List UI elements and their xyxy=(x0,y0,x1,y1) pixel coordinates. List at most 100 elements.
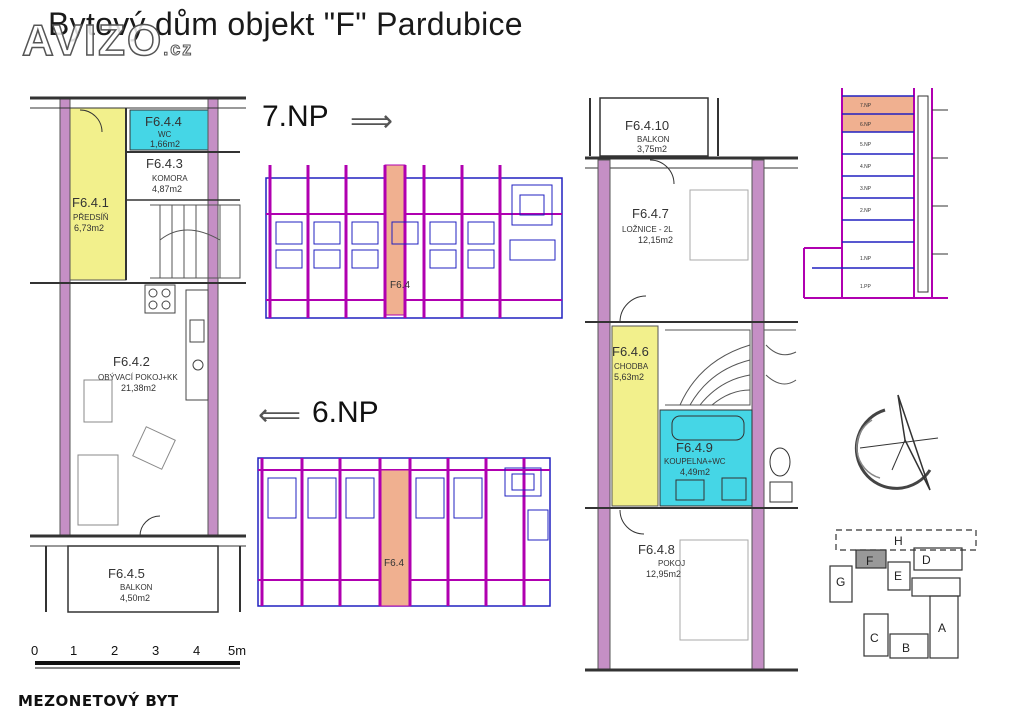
section-floor: 2.NP xyxy=(860,208,872,214)
room-type-pokoj: POKOJ xyxy=(658,559,685,568)
scale-tick: 0 xyxy=(31,643,38,658)
block-h xyxy=(835,529,977,551)
bathroom-area xyxy=(659,409,753,507)
footer-caption: MEZONETOVÝ BYT xyxy=(18,692,179,710)
section-floor: 1.NP xyxy=(860,256,872,262)
scale-tick: 4 xyxy=(193,643,200,658)
balcony-left xyxy=(67,545,219,613)
key-plan-7np: F6.4 xyxy=(265,164,563,319)
block-b xyxy=(889,633,929,659)
logo-suffix: .cz xyxy=(163,39,194,60)
room-id-chodba: F6.4.6 xyxy=(612,344,649,359)
staircase xyxy=(150,204,241,279)
room-area-koupelna: 4,49m2 xyxy=(680,467,710,477)
logo-text: AVIZO xyxy=(21,15,164,66)
scale-tick: 2 xyxy=(111,643,118,658)
entry-door xyxy=(79,109,103,133)
room-id-balkon: F6.4.10 xyxy=(625,118,669,133)
site-label-a: A xyxy=(938,621,946,635)
room-id-predsin: F6.4.1 xyxy=(72,195,109,210)
floor-label-6np: 6.NP xyxy=(312,396,379,429)
site-label-g: G xyxy=(836,575,845,589)
site-plan: H F D G E A C B xyxy=(829,529,977,659)
room-area-predsin: 6,73m2 xyxy=(74,223,104,233)
room-id-wc: F6.4.4 xyxy=(145,114,182,129)
room-type-living: OBÝVACÍ POKOJ+KK xyxy=(98,373,178,382)
room-id-koupelna: F6.4.9 xyxy=(676,440,713,455)
watermark-logo: AVIZO.cz xyxy=(21,15,194,66)
section-floor: 3.NP xyxy=(860,186,872,192)
site-label-b: B xyxy=(902,641,910,655)
right-wall-inner xyxy=(751,159,765,671)
door xyxy=(619,509,645,535)
site-label-f: F xyxy=(866,554,873,568)
arrow-left-icon: ⟸ xyxy=(258,399,302,432)
block-g xyxy=(829,565,853,603)
section-floor: 5.NP xyxy=(860,142,872,148)
bathroom-fixtures xyxy=(671,415,793,503)
site-label-e: E xyxy=(894,569,902,583)
staircase-upper xyxy=(665,329,797,406)
block-f xyxy=(855,549,887,569)
floor-label-7np: 7.NP xyxy=(262,100,329,133)
room-type-predsin: PŘEDSÍŇ xyxy=(73,213,109,222)
section-floor: 7.NP xyxy=(860,103,872,109)
door xyxy=(619,295,647,323)
room-area-living: 21,38m2 xyxy=(121,383,156,393)
room-type-wc: WC xyxy=(158,130,172,139)
room-area-balcony: 4,50m2 xyxy=(120,593,150,603)
room-area-balkon: 3,75m2 xyxy=(637,144,667,154)
balcony-right xyxy=(599,97,709,157)
section-floor: 6.NP xyxy=(860,122,872,128)
room-id-komora: F6.4.3 xyxy=(146,156,183,171)
site-label-h: H xyxy=(894,534,903,548)
block-d xyxy=(913,547,963,571)
door xyxy=(649,159,675,185)
room-id-loznice: F6.4.7 xyxy=(632,206,669,221)
room-area-pokoj: 12,95m2 xyxy=(646,569,681,579)
site-label-c: C xyxy=(870,631,879,645)
right-wall-outer xyxy=(597,159,611,671)
room-id-living: F6.4.2 xyxy=(113,354,150,369)
room-area-chodba: 5,63m2 xyxy=(614,372,644,382)
left-wall-outer xyxy=(59,97,71,537)
section-floor: 1.PP xyxy=(860,284,872,290)
bed-furniture xyxy=(679,189,749,641)
block-a xyxy=(929,595,959,659)
room-type-koupelna: KOUPELNA+WC xyxy=(664,457,726,466)
unit-marker: F6.4 xyxy=(384,558,404,569)
room-type-balkon: BALKON xyxy=(637,135,670,144)
block-e xyxy=(887,561,911,591)
room-area-komora: 4,87m2 xyxy=(152,184,182,194)
room-area-loznice: 12,15m2 xyxy=(638,235,673,245)
room-id-pokoj: F6.4.8 xyxy=(638,542,675,557)
highlight-unit xyxy=(384,164,406,316)
unit-marker: F6.4 xyxy=(390,280,410,291)
kitchen-counter xyxy=(144,284,209,401)
wc-area xyxy=(129,109,209,151)
highlight-unit xyxy=(379,469,411,607)
building-section: 7.NP 6.NP 5.NP 4.NP 3.NP 2.NP 1.NP 1.PP xyxy=(803,88,948,299)
room-type-chodba: CHODBA xyxy=(614,362,649,371)
hall-area xyxy=(67,107,127,281)
scale-bar: 0 1 2 3 4 5m xyxy=(31,643,246,669)
living-furniture xyxy=(77,379,176,526)
key-plan-6np: F6.4 xyxy=(257,457,551,607)
balcony-door xyxy=(139,515,161,537)
corridor-area xyxy=(611,325,659,507)
scale-tick: 1 xyxy=(70,643,77,658)
right-plan: F6.4.10 BALKON 3,75m2 F6.4.7 LOŽNICE - 2… xyxy=(585,97,798,672)
block-c xyxy=(863,613,889,657)
room-type-loznice: LOŽNICE - 2L xyxy=(622,225,673,234)
north-arrow-icon xyxy=(854,394,939,491)
left-plan: F6.4.4 WC 1,66m2 F6.4.3 KOMORA 4,87m2 F6… xyxy=(30,96,246,613)
arrow-right-icon: ⟹ xyxy=(350,105,394,138)
site-label-d: D xyxy=(922,553,931,567)
room-area-wc: 1,66m2 xyxy=(150,139,180,149)
page-title: Bytový dům objekt "F" Pardubice xyxy=(48,6,523,42)
section-floor: 4.NP xyxy=(860,164,872,170)
room-type-balcony: BALKON xyxy=(120,583,153,592)
scale-tick: 3 xyxy=(152,643,159,658)
scale-tick: 5m xyxy=(228,643,246,658)
